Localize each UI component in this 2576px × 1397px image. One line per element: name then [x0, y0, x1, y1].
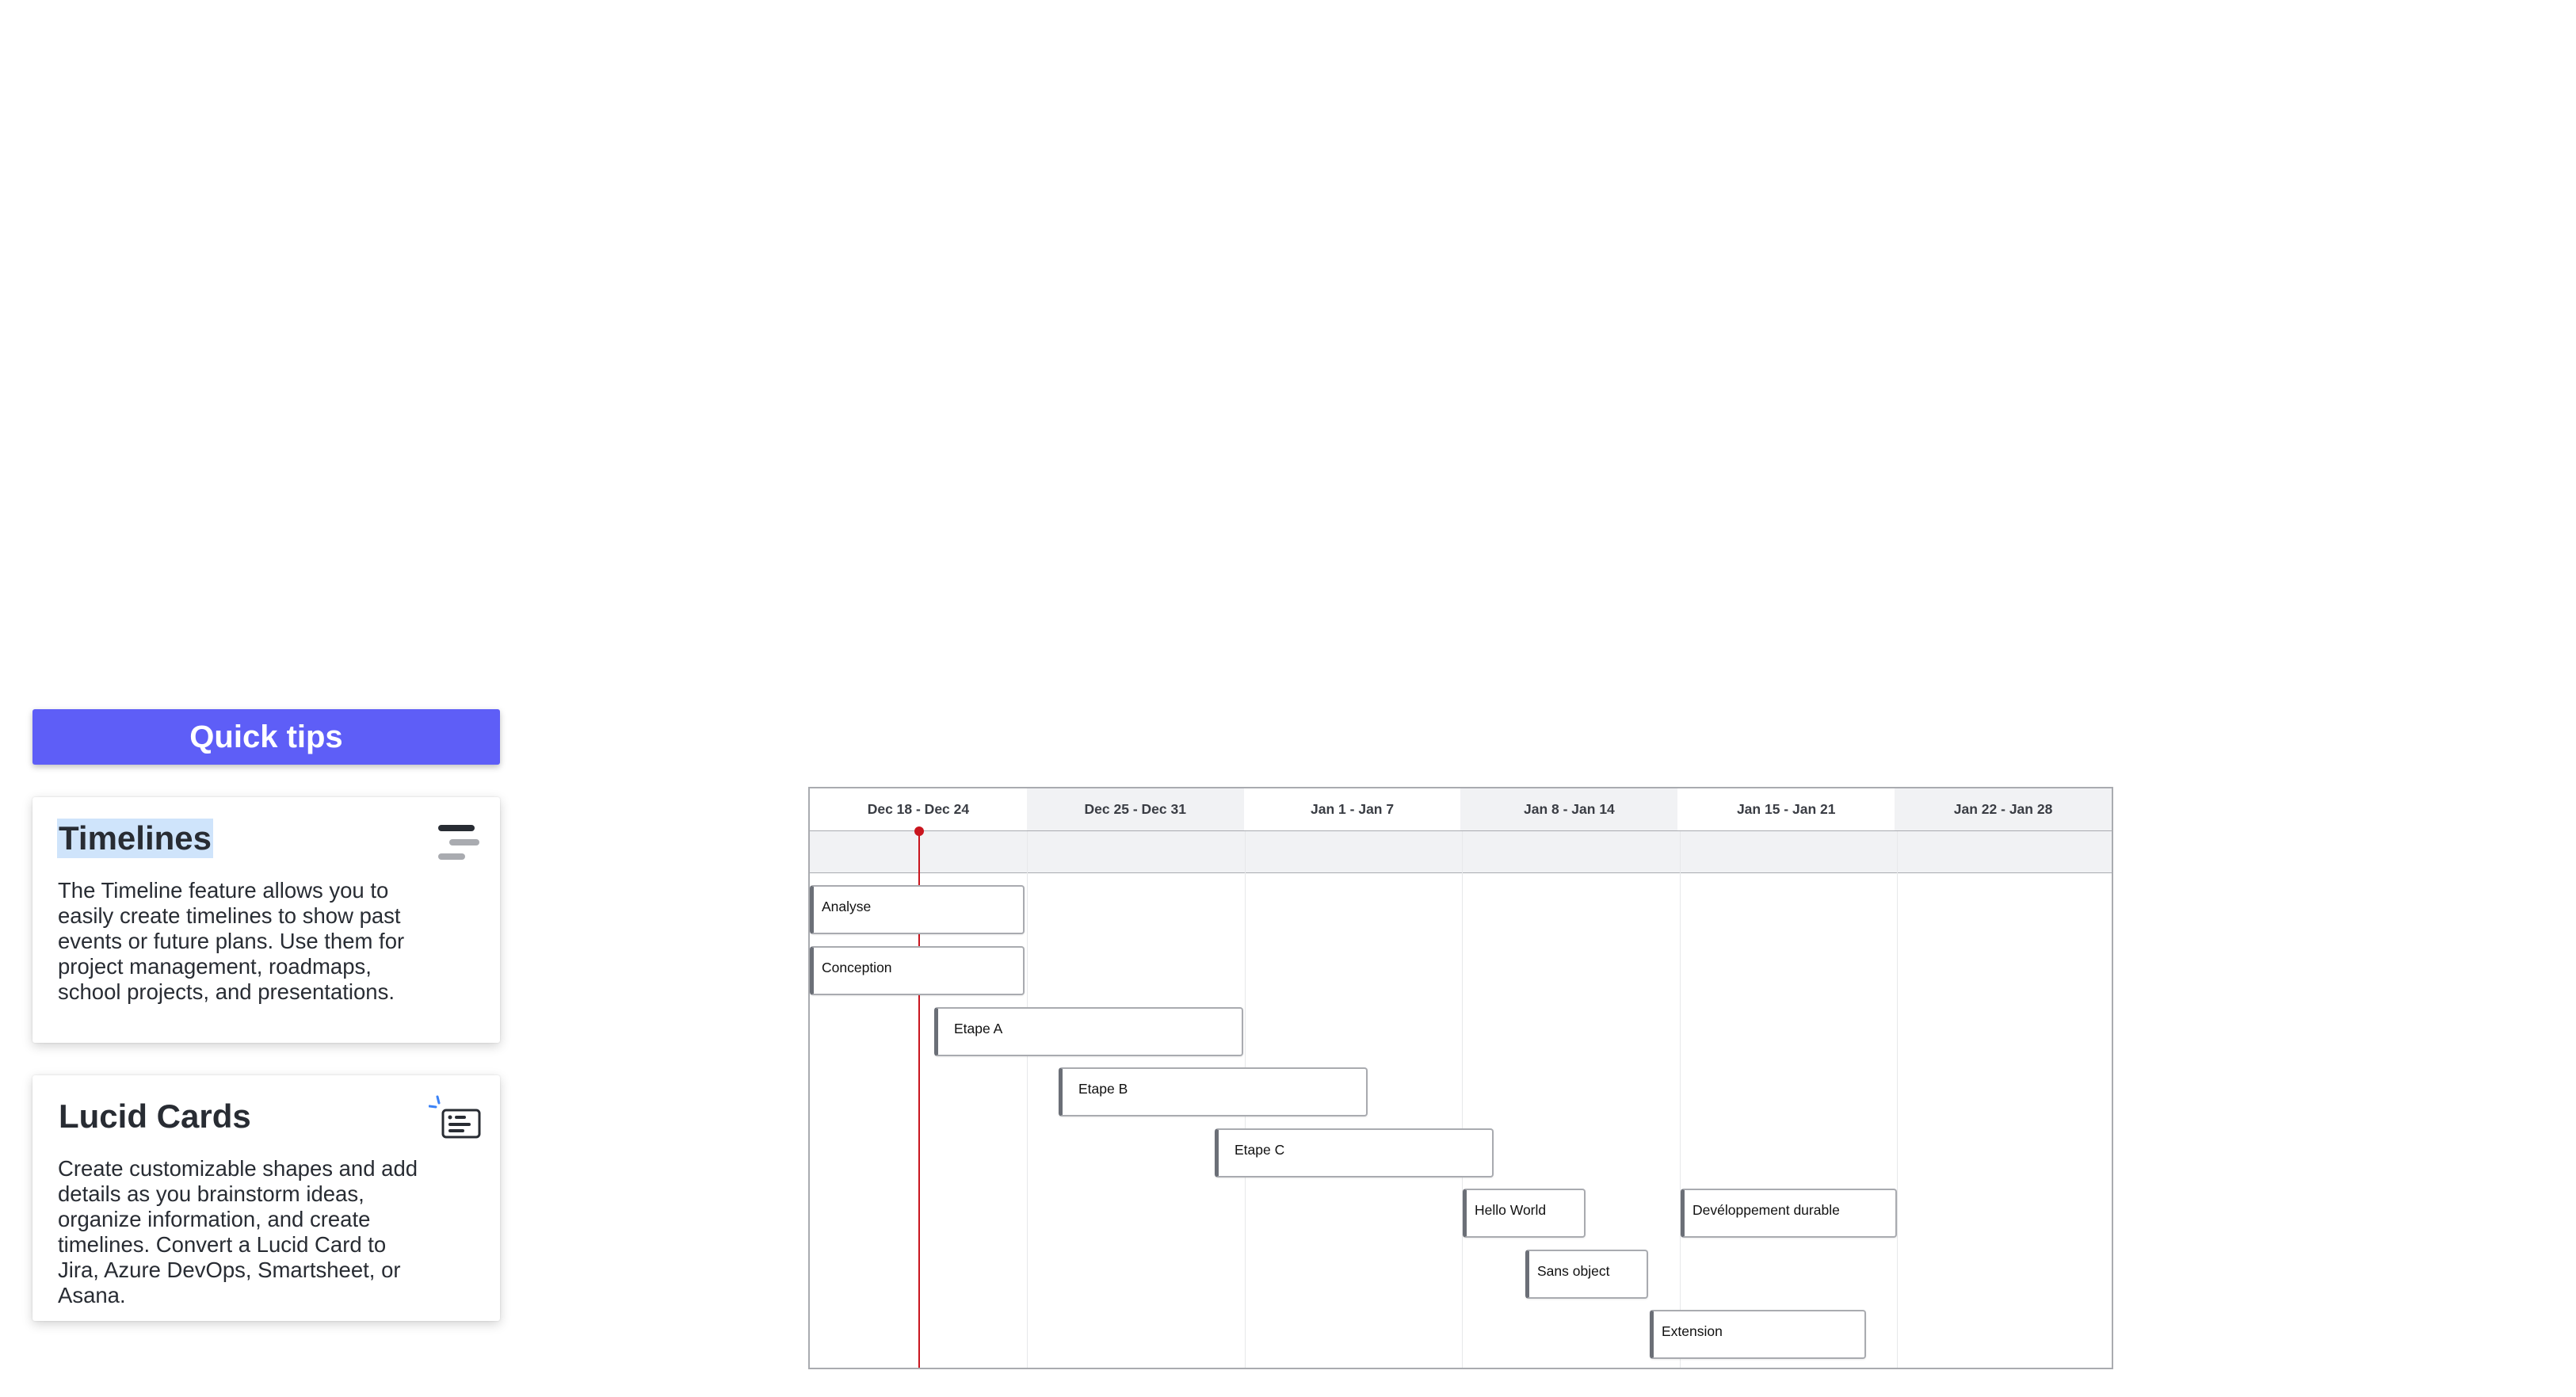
tip-title: Lucid Cards	[59, 1097, 251, 1135]
task-label: Hello World	[1475, 1201, 1547, 1218]
timeline-gridline	[1462, 831, 1463, 1368]
timeline-column-header: Jan 1 - Jan 7	[1311, 801, 1395, 817]
timeline-task-extension[interactable]: Extension	[1650, 1310, 1866, 1359]
quick-tips-header: Quick tips	[32, 709, 500, 765]
task-label: Etape B	[1078, 1080, 1128, 1097]
timeline-gridline	[1680, 831, 1681, 1368]
task-label: Etape A	[954, 1020, 1003, 1036]
tip-card-lucid-cards[interactable]: Lucid Cards Create customizable shapes a…	[32, 1075, 500, 1321]
timeline-task-etape-a[interactable]: Etape A	[934, 1007, 1243, 1056]
today-marker-dot[interactable]	[914, 826, 924, 836]
timeline-column-header: Jan 22 - Jan 28	[1895, 788, 2112, 830]
tip-title: Timelines	[57, 819, 213, 858]
today-marker-line	[918, 831, 920, 1368]
timeline-task-etape-b[interactable]: Etape B	[1059, 1067, 1368, 1116]
timeline-gridline	[1897, 831, 1898, 1368]
timeline-task-sans-object[interactable]: Sans object	[1525, 1250, 1648, 1299]
timeline-gridline	[1027, 831, 1028, 1368]
task-label: Sans object	[1537, 1262, 1610, 1279]
timeline-column-header: Dec 25 - Dec 31	[1026, 788, 1244, 830]
quick-tips-title: Quick tips	[189, 719, 343, 754]
tip-card-timelines[interactable]: Timelines The Timeline feature allows yo…	[32, 797, 500, 1043]
timeline-task-etape-c[interactable]: Etape C	[1215, 1128, 1494, 1178]
task-label: Devéloppement durable	[1693, 1201, 1840, 1218]
tip-body: Create customizable shapes and add detai…	[58, 1156, 418, 1307]
tip-body: The Timeline feature allows you to easil…	[58, 878, 405, 1004]
task-label: Extension	[1662, 1323, 1723, 1339]
timeline-task-hello-world[interactable]: Hello World	[1463, 1189, 1586, 1238]
timeline-column-header: Jan 15 - Jan 21	[1736, 801, 1836, 817]
timeline-column-header: Jan 8 - Jan 14	[1460, 788, 1678, 830]
task-label: Analyse	[822, 898, 872, 914]
timeline-milestone-band[interactable]	[810, 831, 2112, 873]
task-label: Etape C	[1235, 1141, 1285, 1158]
timeline-task-analyse[interactable]: Analyse	[810, 885, 1025, 934]
task-label: Conception	[822, 959, 892, 975]
lucid-card-icon	[429, 1095, 481, 1139]
timeline[interactable]: Dec 18 - Dec 24 Dec 25 - Dec 31 Jan 1 - …	[808, 787, 2113, 1369]
timeline-column-header: Dec 18 - Dec 24	[867, 801, 970, 817]
timeline-header: Dec 18 - Dec 24 Dec 25 - Dec 31 Jan 1 - …	[810, 788, 2112, 831]
timeline-icon	[438, 825, 479, 860]
timeline-task-conception[interactable]: Conception	[810, 946, 1025, 995]
timeline-task-developpement-durable[interactable]: Devéloppement durable	[1681, 1189, 1897, 1238]
